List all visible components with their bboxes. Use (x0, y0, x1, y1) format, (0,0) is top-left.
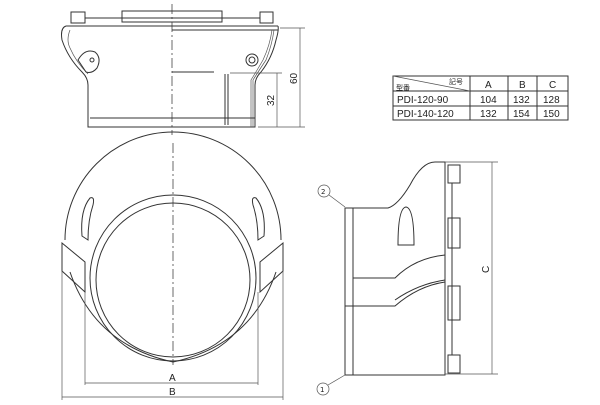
hole-left (89, 57, 95, 63)
inner-ring (95, 202, 251, 358)
end-plate (344, 207, 354, 376)
spec-table: 記号 型番 A B C PDI-120-90 104 132 128 PDI-1… (392, 75, 569, 121)
slot-left (81, 197, 95, 241)
top-tab-left (70, 11, 86, 24)
dim-60-label: 60 (289, 72, 300, 84)
row-1-a: 104 (480, 95, 497, 106)
corner-bottom-label: 型番 (396, 83, 410, 92)
corner-diagonal (392, 75, 471, 92)
row-1-b: 132 (513, 95, 530, 106)
callout-2-label: 2 (321, 188, 325, 196)
top-view: 60 32 (61, 4, 305, 135)
dim-a-label: A (169, 373, 176, 384)
flange-tab-mid-upper (447, 217, 461, 249)
flange-tab-mid-lower (447, 285, 461, 321)
flange-tab-top (447, 164, 461, 184)
outer-ring (89, 194, 257, 362)
front-view: A B (61, 131, 284, 400)
callout-2-circle (317, 184, 331, 198)
row-2-model: PDI-140-120 (397, 109, 454, 120)
side-tab-left (61, 241, 86, 294)
outer-rim (64, 131, 282, 241)
header-c: C (549, 80, 556, 91)
header-b: B (519, 80, 526, 91)
side-view: C 2 1 (316, 161, 498, 396)
dim-c-label: C (481, 266, 492, 273)
row-2-b: 154 (513, 109, 530, 120)
lug-right (245, 53, 259, 67)
row-1-model: PDI-120-90 (397, 95, 449, 106)
dim-b-label: B (169, 387, 176, 398)
dim-32-label: 32 (266, 94, 277, 106)
callout-1-label: 1 (320, 386, 324, 394)
flange-tab-bottom (447, 354, 461, 374)
slot-right (251, 197, 265, 241)
corner-top-label: 記号 (449, 77, 463, 86)
row-2-c: 150 (543, 109, 560, 120)
top-tab-right (259, 11, 274, 24)
top-plate (121, 10, 223, 23)
row-1-c: 128 (543, 95, 560, 106)
side-tab-right (259, 241, 284, 294)
bullet-window (397, 206, 415, 246)
header-a: A (485, 80, 492, 91)
callout-1-circle (316, 382, 330, 396)
row-2-a: 132 (480, 109, 497, 120)
lug-left (77, 50, 100, 73)
